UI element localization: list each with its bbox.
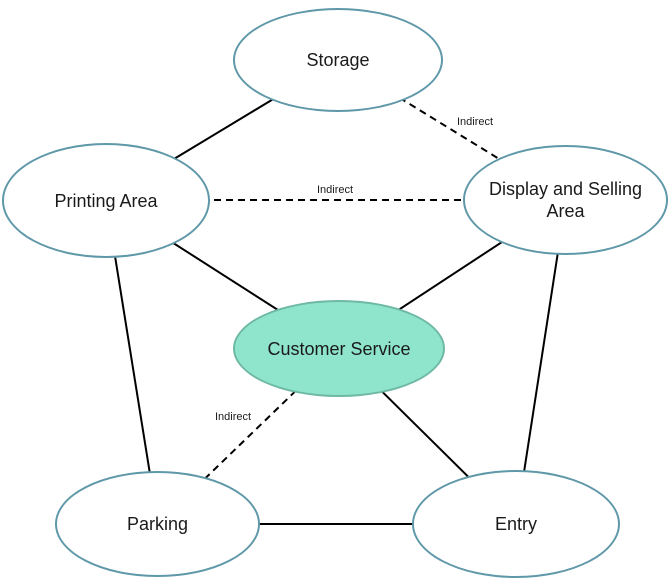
node-printing-area[interactable]: Printing Area	[2, 143, 210, 258]
node-parking-label: Parking	[126, 514, 189, 534]
node-entry-label: Entry	[494, 514, 537, 534]
edge-label-printing-display-indirect: Indirect	[317, 184, 354, 196]
node-entry[interactable]: Entry	[412, 470, 620, 578]
node-parking[interactable]: Parking	[55, 471, 260, 577]
edge-label-storage-display-indirect: Indirect	[457, 116, 494, 128]
node-storage-label: Storage	[306, 50, 370, 70]
node-display-selling-area[interactable]: Display and Selling Area	[463, 145, 668, 255]
node-display-selling-area-label: Display and Selling Area	[488, 179, 643, 221]
node-storage[interactable]: Storage	[233, 8, 443, 112]
node-customer-service[interactable]: Customer Service	[233, 300, 445, 397]
edge-label-customer-parking-indirect: Indirect	[215, 411, 252, 423]
node-printing-area-label: Printing Area	[54, 190, 158, 211]
node-customer-service-label: Customer Service	[267, 338, 411, 359]
